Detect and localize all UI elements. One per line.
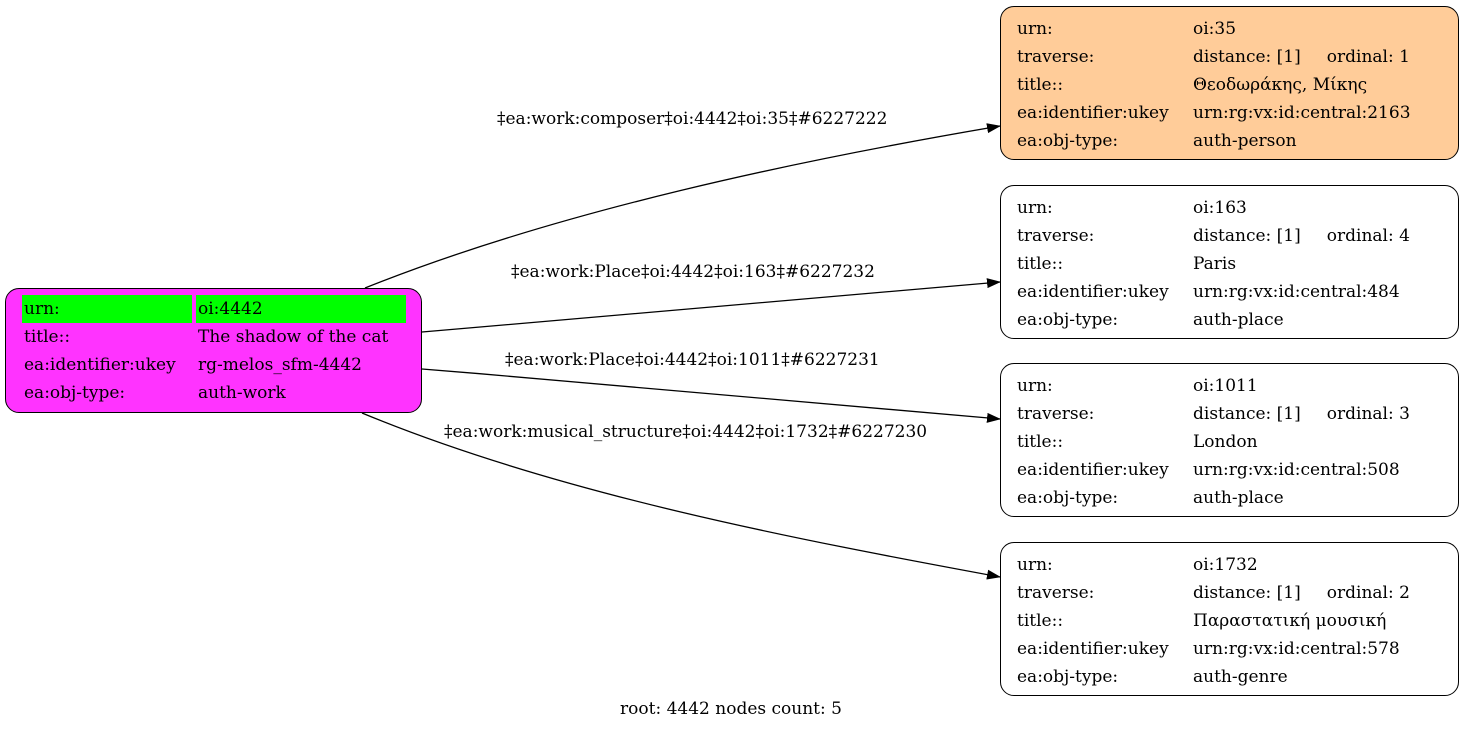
graph-footer: root: 4442 nodes count: 5 [620, 699, 842, 719]
title-value: Θεοδωράκης, Μίκης [1193, 75, 1368, 95]
root-urn-value: oi:4442 [196, 295, 406, 323]
type-key: ea:obj-type: [1017, 667, 1119, 687]
ukey-value: urn:rg:vx:id:central:508 [1193, 460, 1400, 480]
title-key: title:: [1017, 611, 1064, 631]
edge-label-place-paris: ‡ea:work:Place‡oi:4442‡oi:163‡#6227232 [511, 262, 875, 282]
root-title-row: title:: The shadow of the cat [22, 323, 406, 351]
edge-label-place-london: ‡ea:work:Place‡oi:4442‡oi:1011‡#6227231 [505, 350, 880, 370]
child-node-table: urn: oi:1732 traverse: distance: [1] ordina… [1011, 551, 1416, 691]
root-type-key: ea:obj-type: [24, 383, 126, 403]
traverse-row: traverse: distance: [1] ordinal: 1 [1015, 43, 1413, 71]
ukey-key: ea:identifier:ukey [1017, 639, 1169, 659]
type-key: ea:obj-type: [1017, 131, 1119, 151]
type-key: ea:obj-type: [1017, 488, 1119, 508]
child-node-table: urn: oi:163 traverse: distance: [1] ordinal… [1011, 194, 1416, 334]
ukey-value: urn:rg:vx:id:central:484 [1193, 282, 1400, 302]
root-urn-key: urn: [22, 295, 192, 323]
type-row: ea:obj-type: auth-place [1015, 484, 1412, 512]
title-value: Paris [1193, 254, 1237, 274]
ordinal-value: ordinal: 3 [1326, 404, 1410, 424]
urn-row: urn: oi:1732 [1015, 551, 1412, 579]
child-node-genre[interactable]: urn: oi:1732 traverse: distance: [1] ordina… [1000, 542, 1459, 696]
type-value: auth-place [1193, 310, 1284, 330]
title-row: title::Θεοδωράκης, Μίκης [1015, 71, 1413, 99]
edge-musical-structure[interactable] [361, 412, 1001, 580]
root-type-value: auth-work [198, 383, 286, 403]
title-row: title::Παραστατική μουσική [1015, 607, 1412, 635]
urn-value: oi:1732 [1193, 555, 1258, 575]
urn-key: urn: [1017, 198, 1053, 218]
title-key: title:: [1017, 432, 1064, 452]
traverse-value: distance: [1] ordinal: 4 [1191, 222, 1412, 250]
traverse-row: traverse: distance: [1] ordinal: 4 [1015, 222, 1412, 250]
type-value: auth-person [1193, 131, 1297, 151]
root-ukey-key: ea:identifier:ukey [24, 355, 176, 375]
root-ukey-value: rg-melos_sfm-4442 [198, 355, 362, 375]
ukey-row: ea:identifier:ukey urn:rg:vx:id:central:2… [1015, 99, 1413, 127]
urn-value: oi:163 [1193, 198, 1247, 218]
root-urn-row: urn: oi:4442 [22, 295, 406, 323]
root-title-value: The shadow of the cat [198, 327, 389, 347]
type-row: ea:obj-type: auth-place [1015, 306, 1412, 334]
edge-place-london[interactable] [421, 368, 1001, 423]
root-title-key: title:: [24, 327, 71, 347]
child-node-table: urn: oi:1011 traverse: distance: [1] ordina… [1011, 372, 1416, 512]
edge-label-musical-structure: ‡ea:work:musical_structure‡oi:4442‡oi:17… [444, 422, 928, 442]
urn-key: urn: [1017, 19, 1053, 39]
traverse-value: distance: [1] ordinal: 1 [1191, 43, 1413, 71]
ukey-key: ea:identifier:ukey [1017, 282, 1169, 302]
urn-row: urn: oi:163 [1015, 194, 1412, 222]
traverse-row: traverse: distance: [1] ordinal: 3 [1015, 400, 1412, 428]
child-node-paris[interactable]: urn: oi:163 traverse: distance: [1] ordinal… [1000, 185, 1459, 339]
traverse-key: traverse: [1017, 226, 1095, 246]
ukey-row: ea:identifier:ukey urn:rg:vx:id:central:5… [1015, 456, 1412, 484]
traverse-key: traverse: [1017, 47, 1095, 67]
urn-value: oi:35 [1193, 19, 1237, 39]
ukey-value: urn:rg:vx:id:central:2163 [1193, 103, 1411, 123]
traverse-value: distance: [1] ordinal: 3 [1191, 400, 1412, 428]
child-node-london[interactable]: urn: oi:1011 traverse: distance: [1] ordina… [1000, 363, 1459, 517]
ordinal-value: ordinal: 4 [1326, 226, 1410, 246]
ukey-row: ea:identifier:ukey urn:rg:vx:id:central:4… [1015, 278, 1412, 306]
title-row: title::Paris [1015, 250, 1412, 278]
ordinal-value: ordinal: 1 [1326, 47, 1410, 67]
ukey-key: ea:identifier:ukey [1017, 460, 1169, 480]
title-row: title::London [1015, 428, 1412, 456]
root-node[interactable]: urn: oi:4442 title:: The shadow of the c… [5, 288, 422, 413]
child-node-composer[interactable]: urn: oi:35 traverse: distance: [1] ordinal:… [1000, 6, 1459, 160]
edge-place-paris[interactable] [421, 278, 1001, 333]
child-node-table: urn: oi:35 traverse: distance: [1] ordinal:… [1011, 15, 1417, 155]
traverse-value: distance: [1] ordinal: 2 [1191, 579, 1412, 607]
ukey-key: ea:identifier:ukey [1017, 103, 1169, 123]
traverse-key: traverse: [1017, 404, 1095, 424]
distance-value: distance: [1] [1193, 47, 1301, 67]
urn-value: oi:1011 [1193, 376, 1258, 396]
traverse-key: traverse: [1017, 583, 1095, 603]
type-row: ea:obj-type: auth-person [1015, 127, 1413, 155]
title-value: Παραστατική μουσική [1193, 611, 1387, 631]
title-key: title:: [1017, 254, 1064, 274]
ukey-row: ea:identifier:ukey urn:rg:vx:id:central:5… [1015, 635, 1412, 663]
ukey-value: urn:rg:vx:id:central:578 [1193, 639, 1400, 659]
urn-row: urn: oi:35 [1015, 15, 1413, 43]
root-ukey-row: ea:identifier:ukey rg-melos_sfm-4442 [22, 351, 406, 379]
root-node-table: urn: oi:4442 title:: The shadow of the c… [18, 295, 410, 407]
type-key: ea:obj-type: [1017, 310, 1119, 330]
urn-key: urn: [1017, 555, 1053, 575]
type-value: auth-place [1193, 488, 1284, 508]
distance-value: distance: [1] [1193, 404, 1301, 424]
urn-row: urn: oi:1011 [1015, 372, 1412, 400]
title-value: London [1193, 432, 1258, 452]
distance-value: distance: [1] [1193, 583, 1301, 603]
type-value: auth-genre [1193, 667, 1288, 687]
traverse-row: traverse: distance: [1] ordinal: 2 [1015, 579, 1412, 607]
edge-label-composer: ‡ea:work:composer‡oi:4442‡oi:35‡#6227222 [497, 109, 888, 129]
ordinal-value: ordinal: 2 [1326, 583, 1410, 603]
distance-value: distance: [1] [1193, 226, 1301, 246]
urn-key: urn: [1017, 376, 1053, 396]
title-key: title:: [1017, 75, 1064, 95]
root-type-row: ea:obj-type: auth-work [22, 379, 406, 407]
edge-composer[interactable] [364, 123, 1001, 289]
type-row: ea:obj-type: auth-genre [1015, 663, 1412, 691]
